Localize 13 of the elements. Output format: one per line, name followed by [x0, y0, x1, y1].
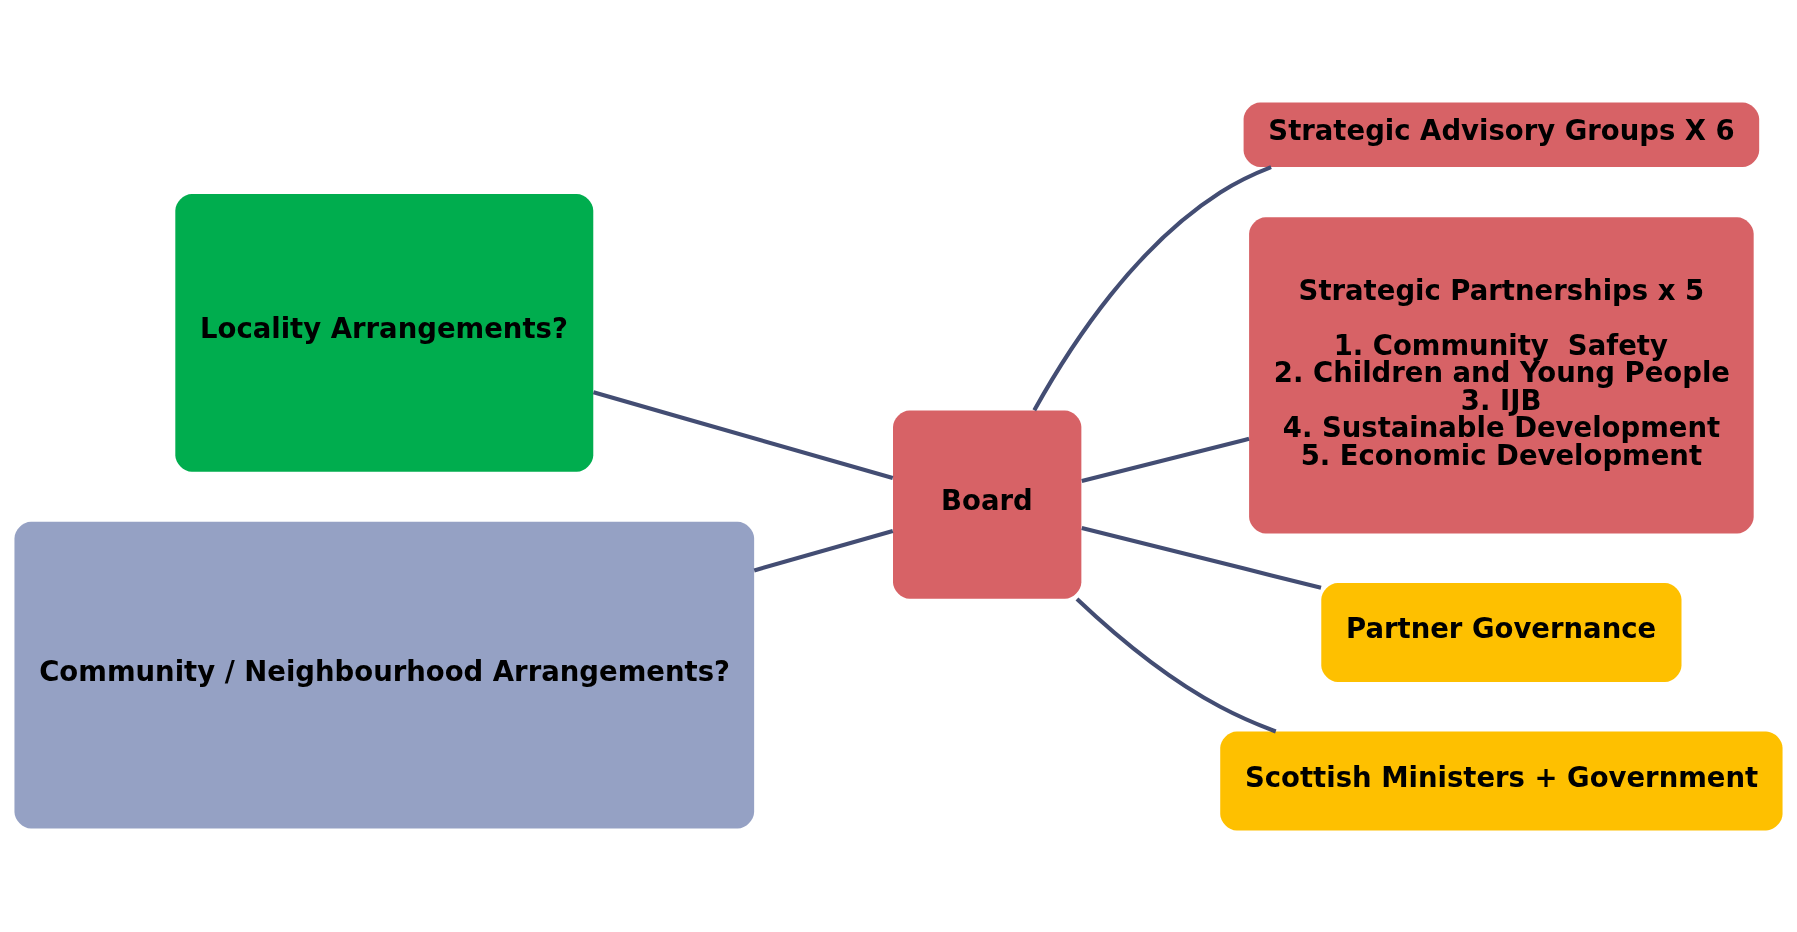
node-box: Scottish Ministers + Government	[1220, 731, 1783, 830]
node-box: Locality Arrangements?	[175, 193, 594, 472]
connector	[1081, 436, 1250, 483]
connector	[1081, 525, 1322, 590]
node-box: Community / Neighbourhood Arrangements?	[14, 521, 755, 828]
node-box: Strategic Partnerships x 5 1. Community Safety 2. Children and Young People 3. IJB 4. Sustainable Development 5. Economic Development	[1249, 216, 1754, 534]
connector	[1075, 596, 1277, 733]
node-box: Board	[893, 409, 1082, 599]
connector	[592, 389, 894, 480]
connector	[1032, 164, 1272, 411]
node-box: Strategic Advisory Groups X 6	[1243, 102, 1760, 167]
connector	[753, 528, 894, 572]
node-box: Partner Governance	[1321, 582, 1682, 682]
